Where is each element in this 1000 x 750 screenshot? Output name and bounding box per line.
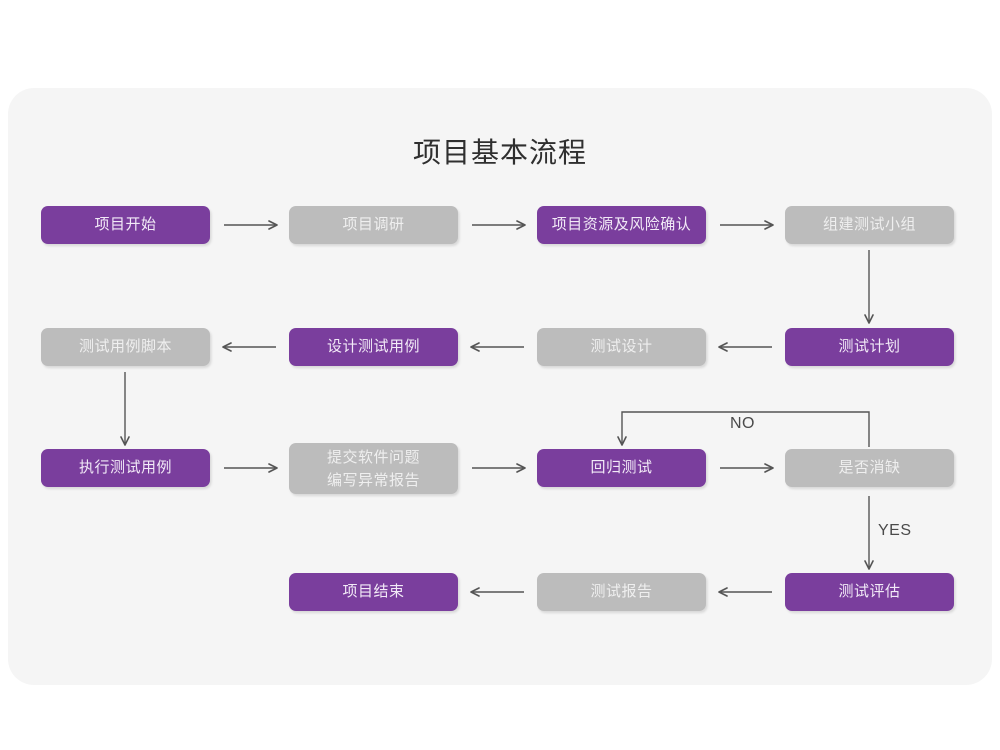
page-title: 项目基本流程 <box>412 137 587 168</box>
node-build-test-team[interactable]: 组建测试小组 <box>785 206 954 244</box>
node-test-plan[interactable]: 测试计划 <box>785 328 954 366</box>
node-execute-test-case[interactable]: 执行测试用例 <box>41 449 210 487</box>
edge-label-no: NO <box>730 415 755 432</box>
node-defect-resolved[interactable]: 是否消缺 <box>785 449 954 487</box>
node-test-design[interactable]: 测试设计 <box>537 328 706 366</box>
node-design-test-case[interactable]: 设计测试用例 <box>289 328 458 366</box>
node-test-evaluation[interactable]: 测试评估 <box>785 573 954 611</box>
node-submit-bug-report[interactable]: 提交软件问题 编写异常报告 <box>289 443 458 494</box>
node-project-research[interactable]: 项目调研 <box>289 206 458 244</box>
edge-label-yes: YES <box>878 522 912 539</box>
node-test-report[interactable]: 测试报告 <box>537 573 706 611</box>
node-project-end[interactable]: 项目结束 <box>289 573 458 611</box>
node-test-case-script[interactable]: 测试用例脚本 <box>41 328 210 366</box>
node-resource-risk-confirm[interactable]: 项目资源及风险确认 <box>537 206 706 244</box>
node-regression-test[interactable]: 回归测试 <box>537 449 706 487</box>
node-project-start[interactable]: 项目开始 <box>41 206 210 244</box>
